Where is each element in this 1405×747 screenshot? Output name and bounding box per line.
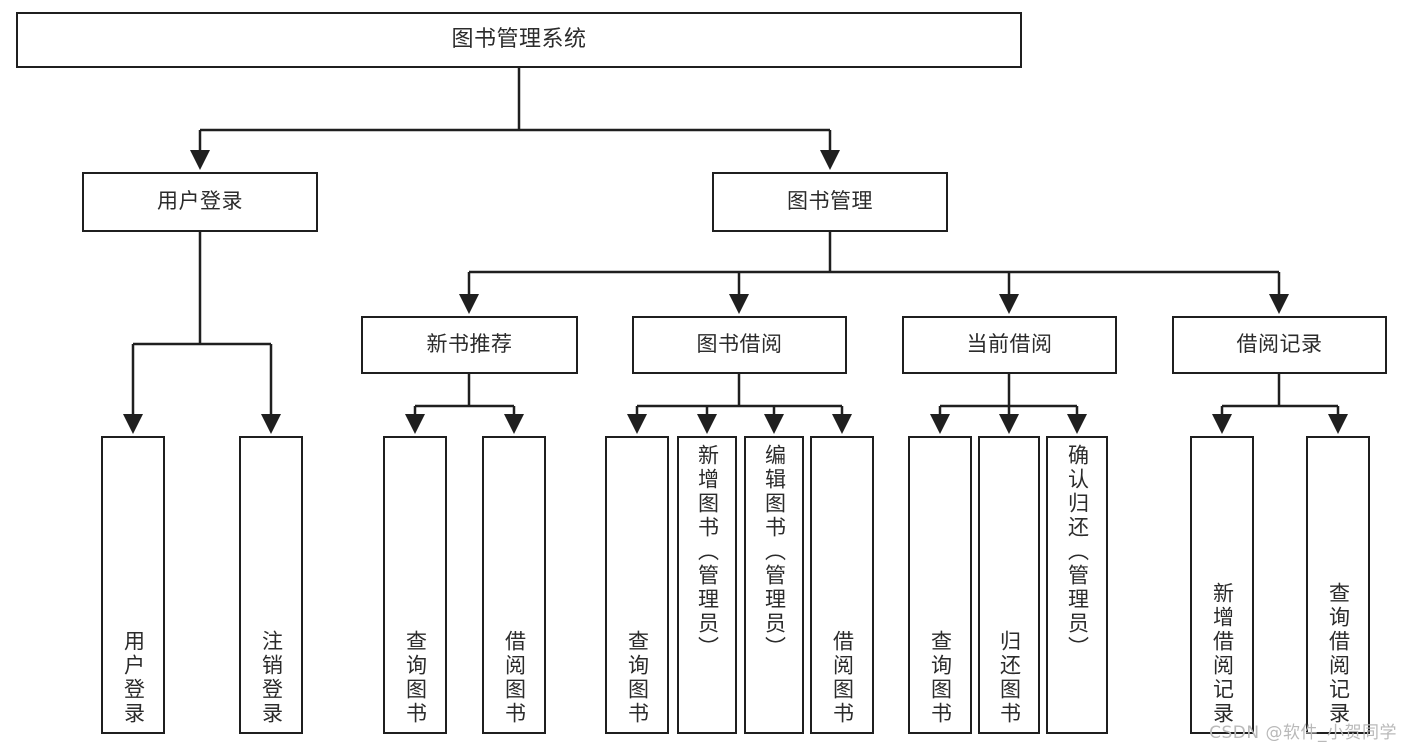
node-leaf-borrow-book-recommend[interactable]: 借阅图书 — [482, 436, 546, 734]
node-leaf-query-book-recommend[interactable]: 查询图书 — [383, 436, 447, 734]
node-borrow-record[interactable]: 借阅记录 — [1172, 316, 1387, 374]
node-label: 查询图书 — [928, 630, 953, 726]
node-label: 当前借阅 — [966, 332, 1053, 357]
node-label: 新书推荐 — [426, 332, 513, 357]
node-label: 借阅记录 — [1236, 332, 1323, 357]
node-label: 借阅图书 — [502, 630, 527, 726]
node-label: 查询借阅记录 — [1326, 582, 1351, 726]
node-leaf-query-book-current[interactable]: 查询图书 — [908, 436, 972, 734]
node-book-manage[interactable]: 图书管理 — [712, 172, 948, 232]
node-label: 新增借阅记录 — [1210, 582, 1235, 726]
node-label: 查询图书 — [403, 630, 428, 726]
node-current-borrow[interactable]: 当前借阅 — [902, 316, 1117, 374]
node-book-borrow[interactable]: 图书借阅 — [632, 316, 847, 374]
node-root-book-management-system[interactable]: 图书管理系统 — [16, 12, 1022, 68]
node-label: 编辑图书（管理员） — [762, 444, 787, 660]
node-label: 借阅图书 — [830, 630, 855, 726]
node-leaf-return-book[interactable]: 归还图书 — [978, 436, 1040, 734]
node-label: 注销登录 — [259, 630, 284, 726]
node-label: 归还图书 — [997, 630, 1022, 726]
node-user-login[interactable]: 用户登录 — [82, 172, 318, 232]
node-leaf-add-borrow-record[interactable]: 新增借阅记录 — [1190, 436, 1254, 734]
node-leaf-user-logout[interactable]: 注销登录 — [239, 436, 303, 734]
node-label: 查询图书 — [625, 630, 650, 726]
node-leaf-add-book[interactable]: 新增图书（管理员） — [677, 436, 737, 734]
node-label: 新增图书（管理员） — [695, 444, 720, 660]
node-label: 图书管理系统 — [451, 26, 587, 52]
csdn-watermark: CSDN @软件_小贺同学 — [1209, 723, 1397, 743]
node-leaf-query-borrow-record[interactable]: 查询借阅记录 — [1306, 436, 1370, 734]
node-leaf-edit-book[interactable]: 编辑图书（管理员） — [744, 436, 804, 734]
node-leaf-user-login[interactable]: 用户登录 — [101, 436, 165, 734]
node-label: 图书管理 — [787, 189, 873, 214]
node-label: 用户登录 — [121, 630, 146, 726]
node-label: 用户登录 — [157, 189, 243, 214]
node-label: 图书借阅 — [696, 332, 783, 357]
node-new-book-recommend[interactable]: 新书推荐 — [361, 316, 578, 374]
node-label: 确认归还（管理员） — [1065, 444, 1090, 660]
node-leaf-query-book-borrow[interactable]: 查询图书 — [605, 436, 669, 734]
node-leaf-borrow-book-borrow[interactable]: 借阅图书 — [810, 436, 874, 734]
node-leaf-confirm-return[interactable]: 确认归还（管理员） — [1046, 436, 1108, 734]
